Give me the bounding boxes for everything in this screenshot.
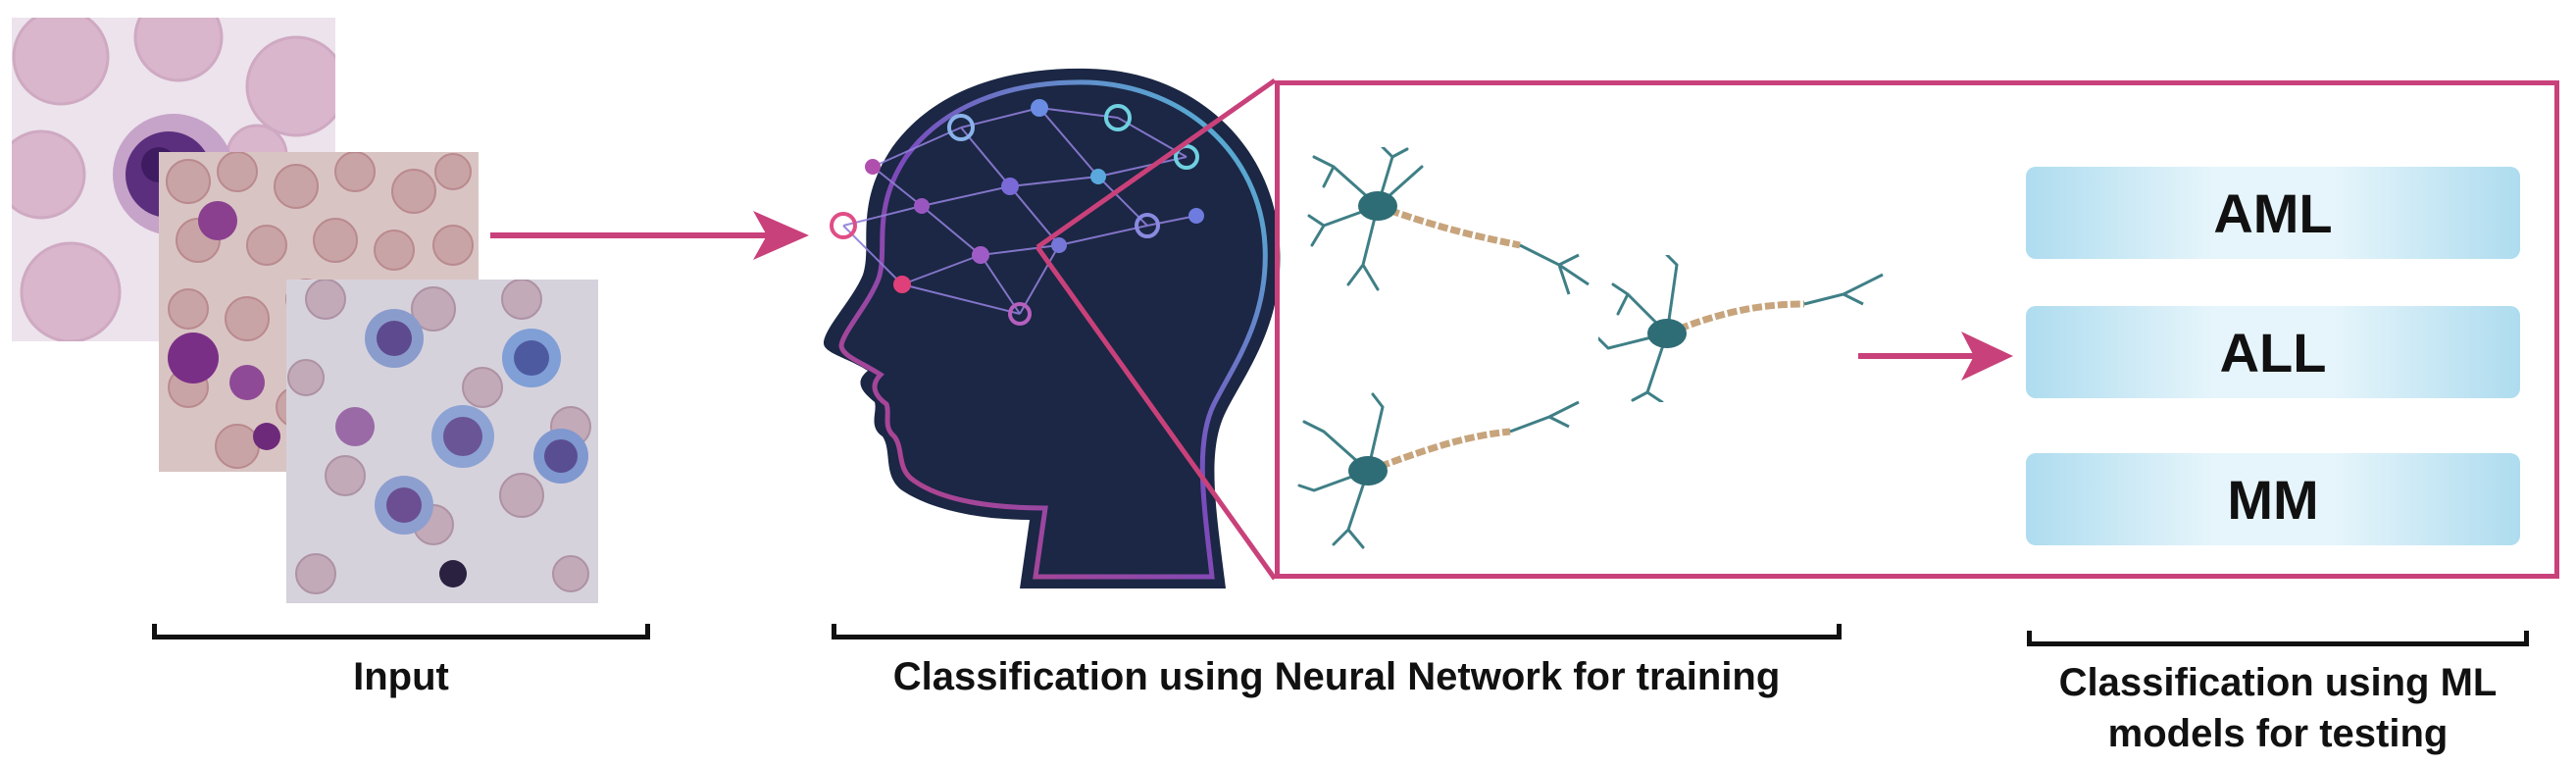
- output-arrow-icon: [1858, 332, 2013, 381]
- input-caption: Input: [353, 655, 449, 698]
- neuron-icon-1: [1307, 147, 1590, 295]
- testing-caption-line-1: Classification using ML: [2058, 661, 2498, 704]
- input-arrow-icon: [490, 211, 809, 260]
- training-caption: Classification using Neural Network for …: [892, 655, 1781, 698]
- neuron-icon-3: [1297, 392, 1580, 549]
- class-box-aml: AML: [2026, 167, 2520, 259]
- testing-bracket: [2027, 631, 2529, 646]
- training-bracket: [832, 624, 1842, 639]
- testing-caption-line-2: models for testing: [2107, 712, 2449, 755]
- blood-smear-image-3: [286, 280, 598, 603]
- class-box-mm: MM: [2026, 453, 2520, 545]
- brain-network-head-icon: [824, 68, 1281, 589]
- neural-network-panel: [1275, 80, 2559, 579]
- neuron-icon-2: [1598, 255, 1884, 402]
- input-bracket: [152, 624, 650, 639]
- class-box-all: ALL: [2026, 306, 2520, 398]
